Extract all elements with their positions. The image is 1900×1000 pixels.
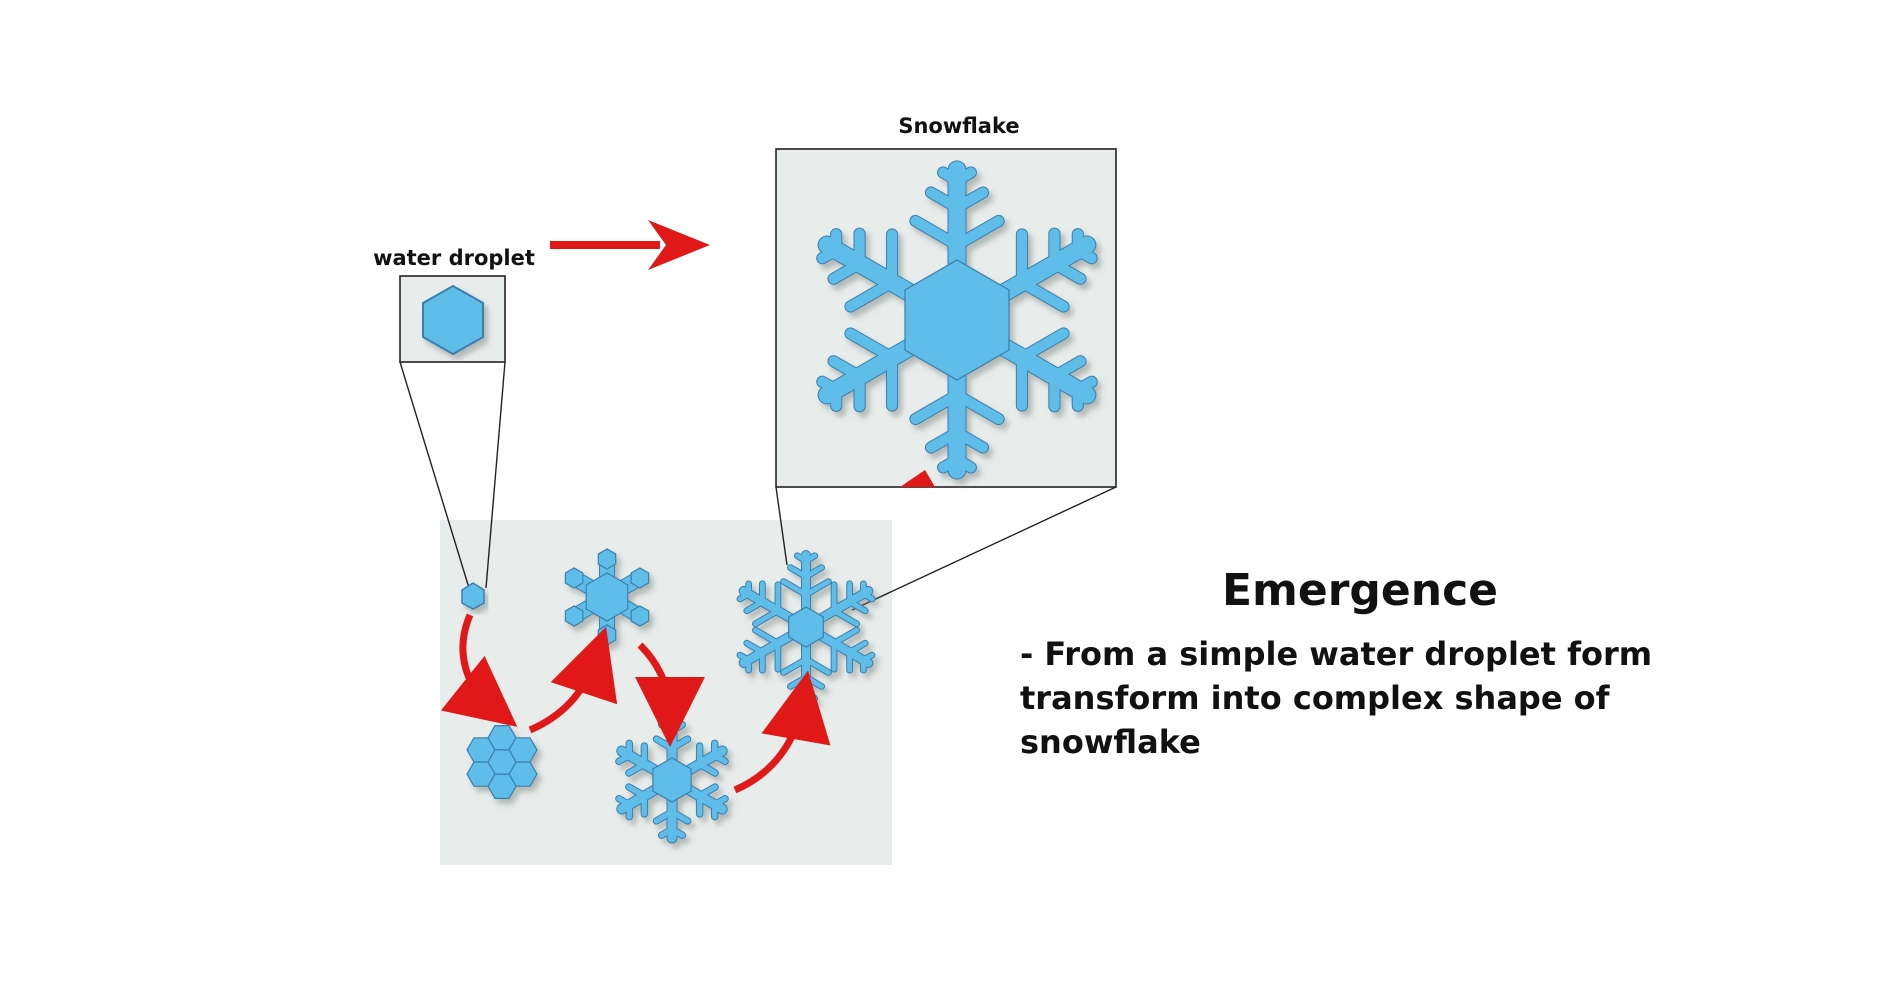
zoom-line-droplet-right <box>485 361 506 589</box>
curve-arrow-4 <box>733 670 831 794</box>
zoom-line-snowflake-left <box>775 486 788 566</box>
heading: Emergence <box>1221 565 1499 616</box>
droplet-hexagon-zoomed <box>422 284 484 356</box>
stage-droplet <box>461 582 485 610</box>
water-droplet-label: water droplet <box>373 246 535 270</box>
description: - From a simple water droplet form trans… <box>1020 635 1653 761</box>
explanation-text: Emergence - From a simple water droplet … <box>1020 565 1740 764</box>
zoom-line-droplet-left <box>399 361 470 589</box>
stage-hexagon-cluster <box>466 724 538 800</box>
curve-arrow-3 <box>634 642 705 747</box>
curve-arrow-2 <box>528 626 618 734</box>
transform-arrow <box>550 220 710 270</box>
inset-arrow-tip <box>900 470 935 487</box>
snowflake-label: Snowflake <box>898 114 1019 138</box>
snowflake-zoomed <box>816 160 1098 480</box>
zoom-line-snowflake-right <box>851 486 1117 611</box>
curve-arrow-1 <box>440 613 518 727</box>
